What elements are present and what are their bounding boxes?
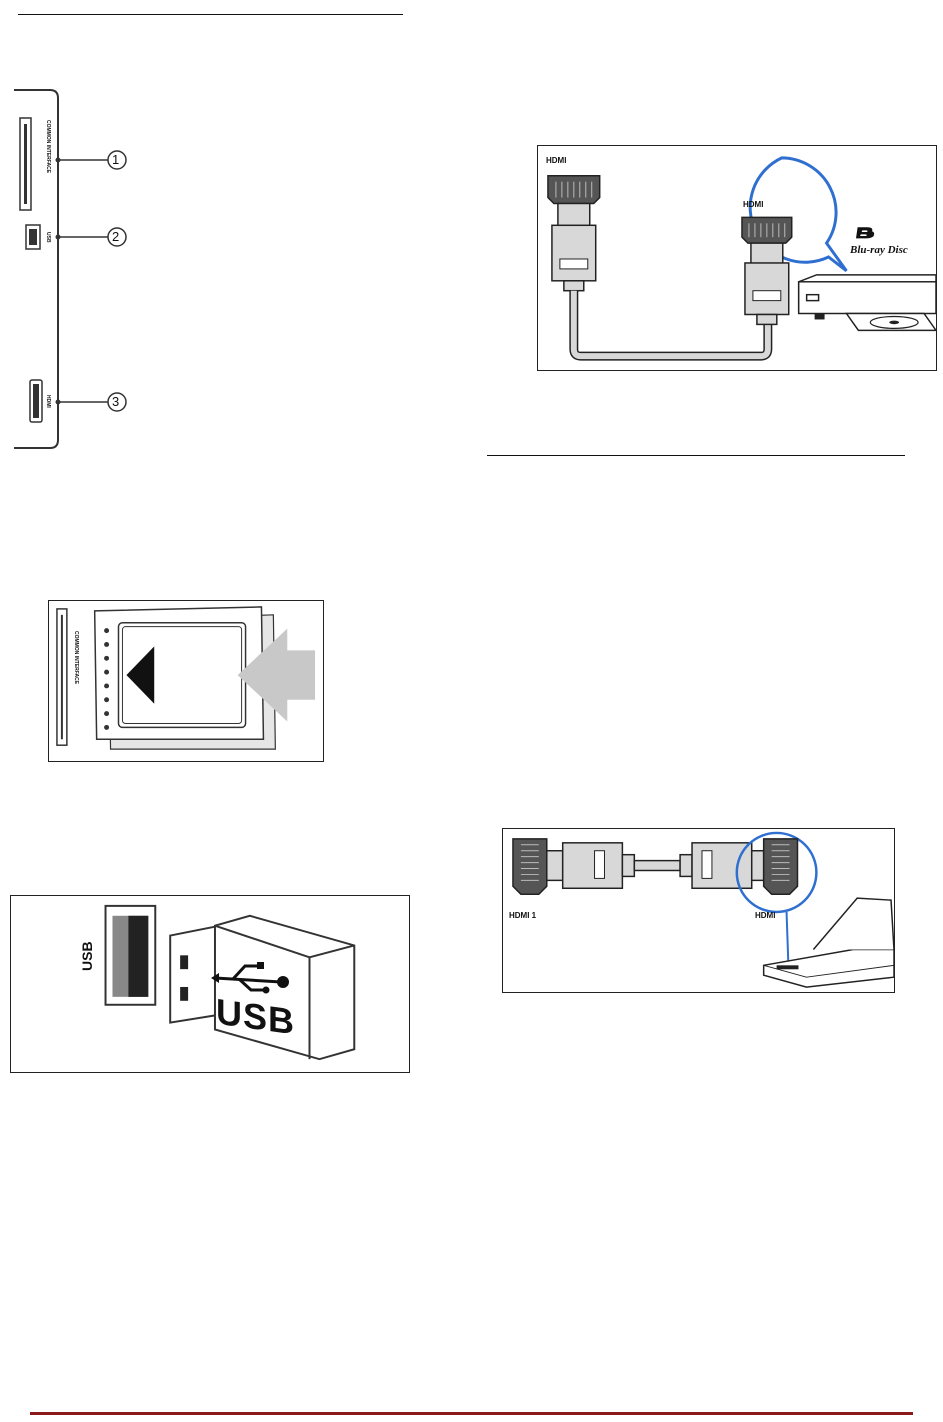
callout-number-2: 2 bbox=[112, 229, 120, 244]
header-rule-left bbox=[18, 14, 403, 15]
port-label-hdmi: HDMI bbox=[45, 395, 51, 408]
port-label-common-interface: COMMON INTERFACE bbox=[45, 120, 51, 174]
bluray-cable-hdmi-label: HDMI bbox=[546, 156, 567, 165]
ci-card-figure: COMMON INTERFACE bbox=[48, 600, 324, 762]
bluray-device-hdmi-label: HDMI bbox=[743, 200, 764, 209]
laptop-hdmi-label: HDMI bbox=[755, 911, 776, 920]
footer-rule bbox=[30, 1412, 913, 1415]
usb-port-label: USB bbox=[79, 941, 95, 971]
side-connector-panel: 1 2 3 COMMON INTERFACE USB HDMI bbox=[0, 80, 160, 460]
ci-slot-label: COMMON INTERFACE bbox=[73, 631, 79, 685]
laptop-hdmi-figure: HDMI 1 HDMI bbox=[502, 828, 895, 993]
section-rule-right bbox=[487, 455, 905, 456]
usb-figure: USB USB bbox=[10, 895, 410, 1073]
tv-hdmi1-label: HDMI 1 bbox=[509, 911, 537, 920]
callout-number-1: 1 bbox=[112, 152, 120, 167]
callout-number-3: 3 bbox=[112, 394, 120, 409]
bluray-logo-icon bbox=[856, 227, 875, 239]
port-label-usb: USB bbox=[45, 232, 51, 243]
bluray-hdmi-figure: HDMI HDMI Blu-ray Disc bbox=[537, 145, 937, 371]
bluray-logo-text: Blu-ray Disc bbox=[850, 244, 908, 256]
usb-trident-icon bbox=[211, 962, 289, 994]
